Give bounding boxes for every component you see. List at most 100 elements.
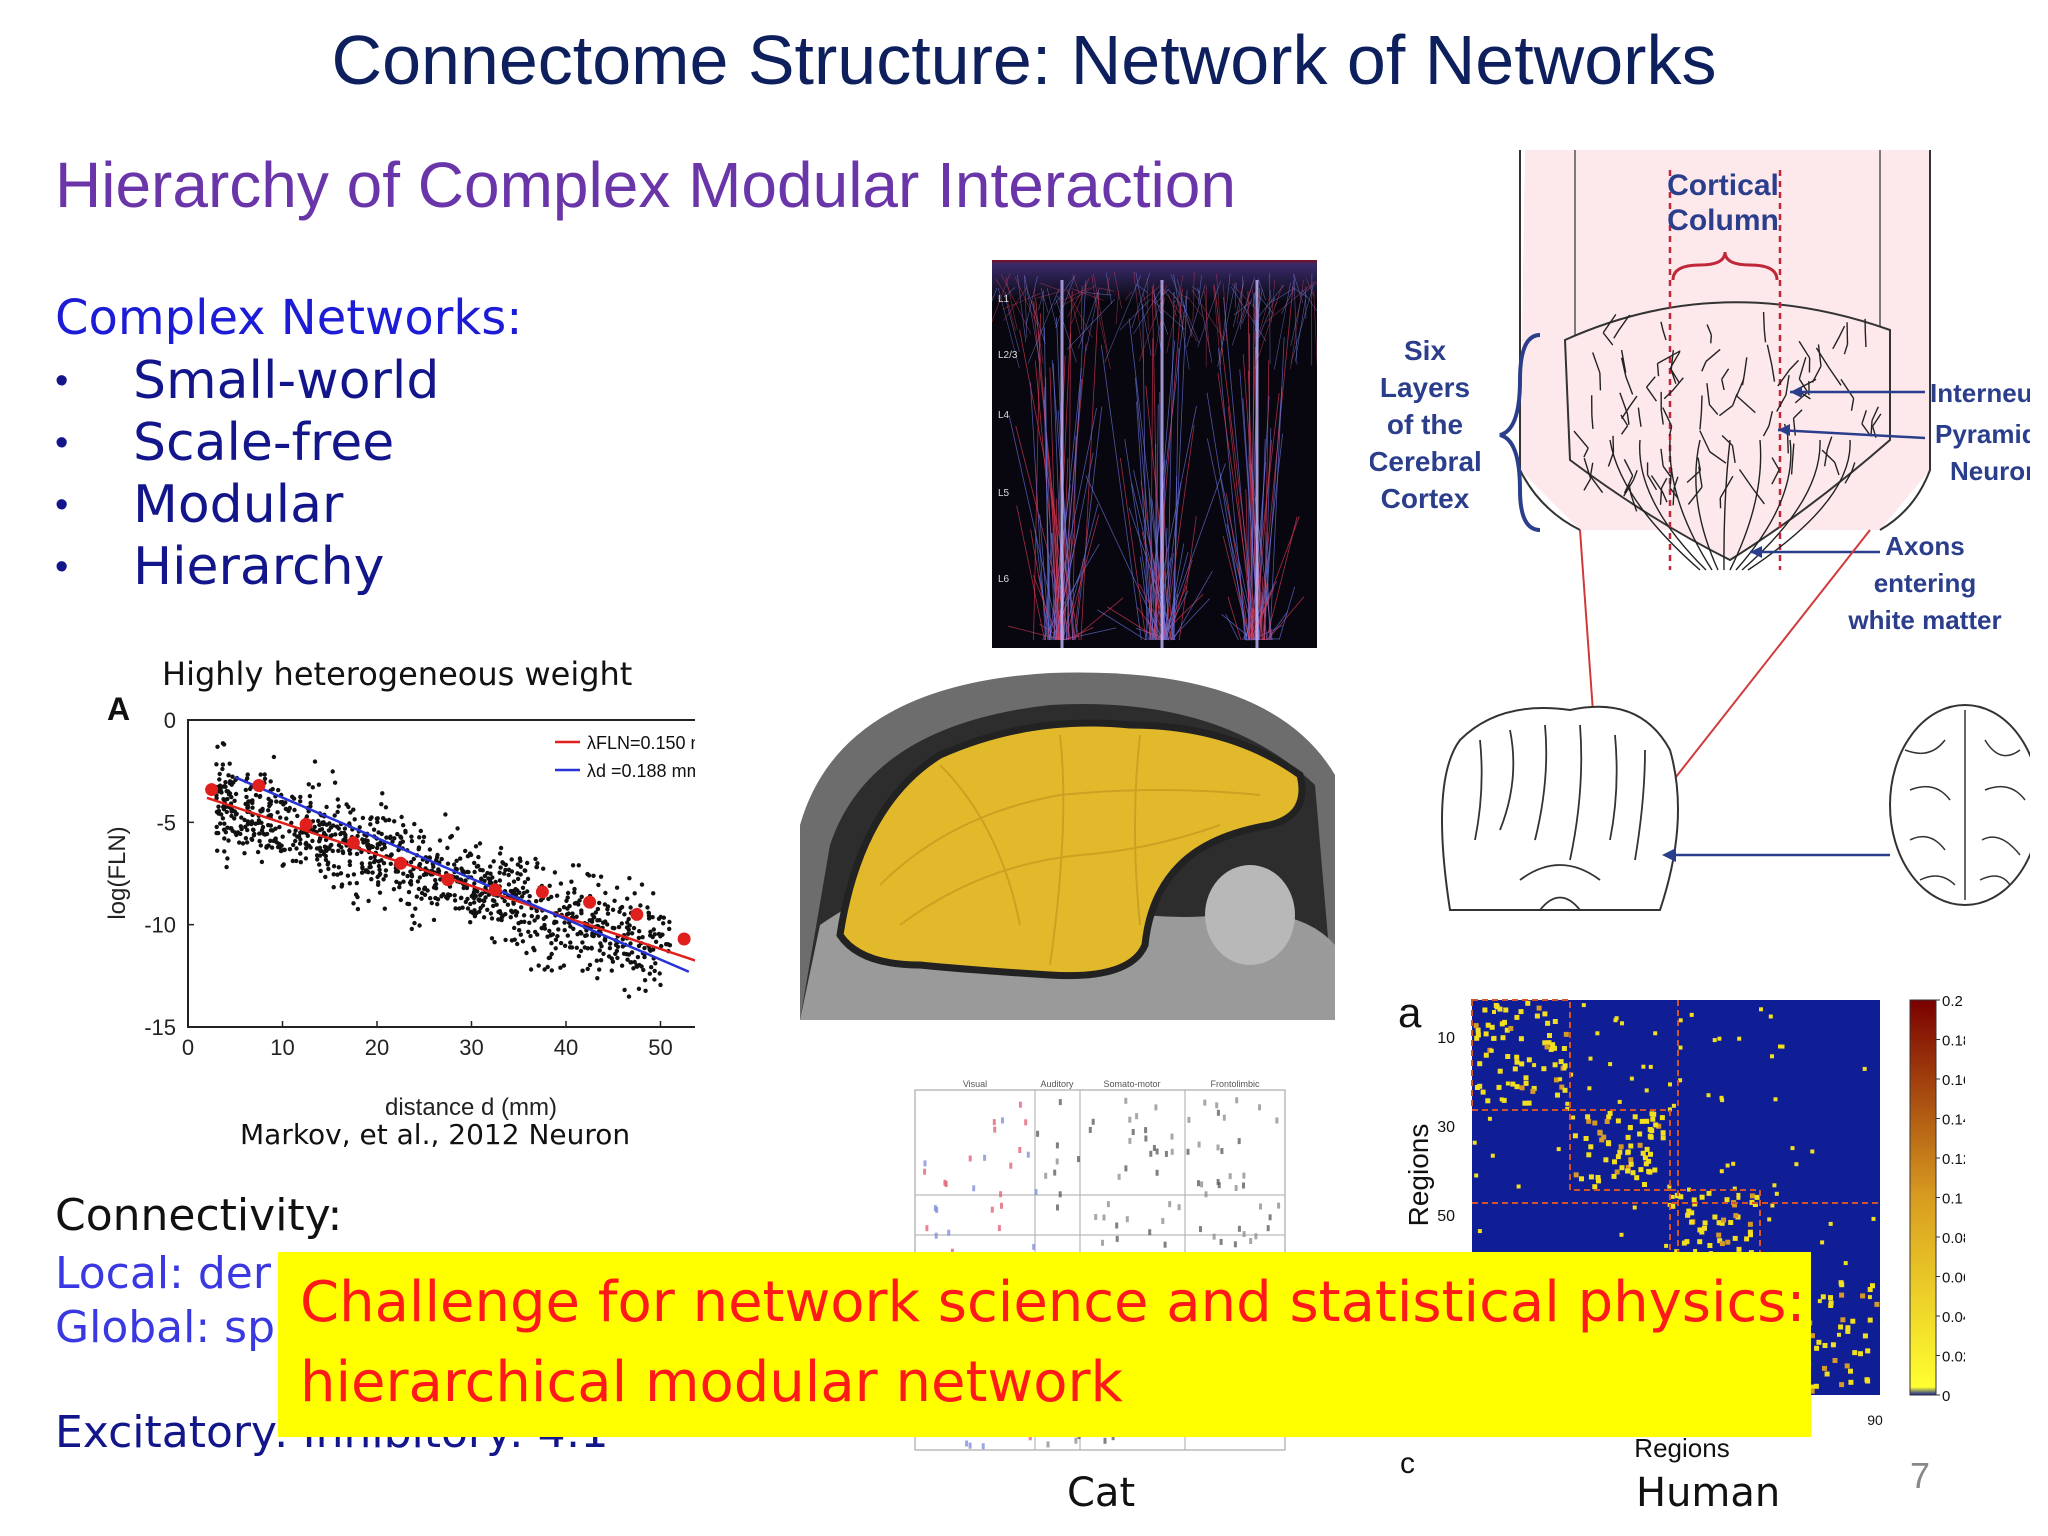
scatter-point — [277, 824, 282, 830]
scatter-point — [331, 885, 336, 890]
matrix-cell — [1505, 1054, 1511, 1059]
scatter-point — [353, 892, 359, 897]
scatter-point — [636, 986, 642, 991]
brain-mri-image — [800, 665, 1335, 1020]
scatter-point — [631, 966, 636, 971]
scatter-point — [625, 920, 630, 925]
matrix-cell — [1489, 1024, 1495, 1030]
matrix-cell — [1518, 1036, 1524, 1042]
scatter-point — [435, 852, 440, 858]
matrix-cell — [1487, 1116, 1492, 1121]
scatter-point — [382, 841, 387, 847]
scatter-point — [294, 846, 299, 851]
matrix-cell — [1497, 1068, 1503, 1074]
scatter-point — [591, 933, 596, 939]
scatter-point — [553, 946, 558, 951]
scatter-point — [534, 864, 539, 870]
scatter-point — [614, 885, 620, 890]
scatter-point — [485, 870, 490, 876]
scatter-point — [482, 878, 487, 884]
scatter-point — [561, 905, 567, 910]
matrix-cell — [1475, 1027, 1481, 1033]
scatter-point — [569, 879, 574, 884]
scatter-point — [339, 845, 344, 850]
scatter-point — [460, 905, 465, 910]
scatter-point — [574, 945, 579, 950]
matrix-cell — [1619, 1165, 1625, 1171]
scatter-point — [565, 933, 570, 938]
scatter-point — [297, 841, 303, 846]
matrix-cell — [1706, 1093, 1711, 1098]
matrix-cell — [1588, 1174, 1594, 1180]
group-label: Frontolimbic — [1210, 1079, 1260, 1089]
scatter-point — [257, 831, 262, 836]
scatter-point — [614, 948, 620, 954]
scatter-point — [411, 856, 416, 862]
matrix-cell — [981, 1443, 985, 1450]
matrix-cell — [1747, 1221, 1753, 1227]
scatter-point — [345, 873, 351, 878]
scatter-point — [619, 921, 624, 926]
mean-point — [441, 873, 455, 887]
scatter-point — [520, 885, 526, 890]
scatter-point — [553, 937, 559, 942]
scatter-point — [580, 940, 585, 945]
matrix-cell — [1733, 1213, 1739, 1219]
scatter-point — [394, 879, 399, 884]
x-axis-label: distance d (mm) — [385, 1094, 557, 1121]
scatter-point — [422, 886, 427, 892]
matrix-cell — [1648, 1134, 1654, 1140]
matrix-cell — [1168, 1201, 1172, 1208]
scatter-point — [387, 835, 393, 841]
scatter-point — [335, 809, 340, 815]
matrix-cell — [1034, 1189, 1038, 1195]
matrix-cell — [1678, 1045, 1683, 1050]
scatter-point — [463, 878, 468, 883]
matrix-cell — [1625, 1164, 1631, 1170]
matrix-cell — [947, 1229, 951, 1236]
y-tick-label: -15 — [144, 1015, 176, 1040]
scatter-point — [332, 780, 338, 785]
mean-point — [488, 883, 502, 897]
matrix-cell — [990, 1206, 994, 1213]
y-tick: 50 — [1437, 1208, 1455, 1225]
scatter-point — [640, 935, 645, 940]
scatter-point — [617, 909, 622, 914]
scatter-point — [565, 906, 570, 911]
matrix-cell — [1637, 1142, 1643, 1148]
scatter-point — [379, 847, 385, 852]
scatter-point — [388, 861, 393, 866]
scatter-point — [632, 959, 637, 965]
scatter-point — [607, 946, 613, 951]
scatter-point — [520, 939, 526, 944]
scatter-point — [568, 924, 573, 929]
scatter-point — [280, 834, 285, 839]
scatter-point — [580, 968, 585, 973]
matrix-cell — [1259, 1203, 1262, 1210]
matrix-cell — [1485, 1098, 1491, 1104]
matrix-cell — [1155, 1169, 1159, 1176]
scatter-point — [401, 871, 406, 876]
matrix-cell — [1559, 1084, 1565, 1090]
scatter-point — [346, 804, 351, 810]
scatter-point — [367, 861, 373, 866]
scatter-point — [453, 906, 458, 911]
matrix-cell — [1480, 1089, 1486, 1095]
matrix-cell — [1525, 1000, 1531, 1006]
scatter-point — [476, 854, 481, 860]
matrix-cell — [1628, 1161, 1634, 1167]
matrix-cell — [1000, 1202, 1003, 1209]
colorbar-tick-label: 0.16 — [1942, 1072, 1965, 1089]
matrix-cell — [1009, 1162, 1013, 1169]
matrix-cell — [1125, 1216, 1129, 1223]
scatter-point — [454, 867, 459, 872]
scatter-point — [293, 838, 298, 844]
scatter-point — [214, 830, 219, 836]
scatter-point — [295, 813, 300, 819]
matrix-cell — [1601, 1134, 1607, 1140]
scatter-point — [268, 838, 273, 843]
matrix-cell — [1839, 1382, 1845, 1388]
scatter-point — [215, 848, 220, 853]
scatter-point — [296, 834, 302, 839]
scatter-point — [266, 796, 271, 802]
